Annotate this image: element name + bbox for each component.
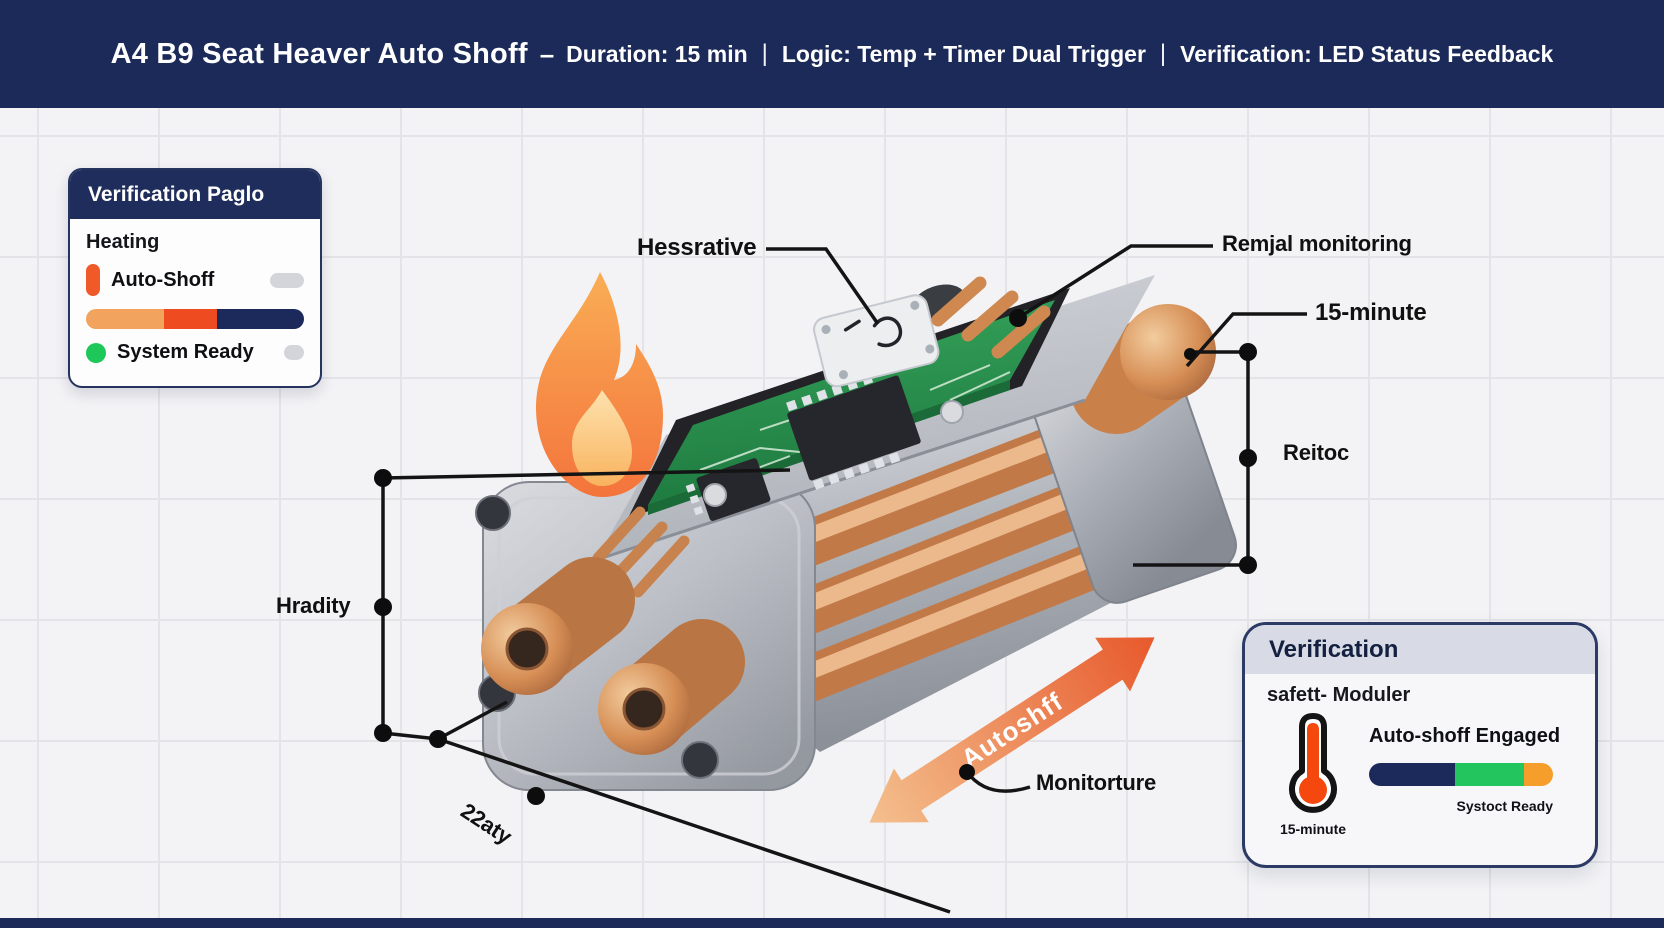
verification-panel: Verification safett- Moduler 15-minute A… xyxy=(1242,622,1598,868)
verification-subtitle: safett- Moduler xyxy=(1267,684,1411,706)
system-ready-label: System Ready xyxy=(117,341,254,363)
verify-bar-seg-1 xyxy=(1455,763,1524,786)
autoshoff-toggle[interactable] xyxy=(270,272,304,288)
dim-line-diagonal xyxy=(437,737,951,914)
status-bar-seg-0 xyxy=(86,309,165,329)
status-panel-title: Verification Paglo xyxy=(70,170,320,219)
verify-bar-seg-2 xyxy=(1523,763,1553,786)
verify-bar-seg-0 xyxy=(1369,763,1456,786)
header-divider-1: | xyxy=(761,40,768,67)
flame-icon xyxy=(536,272,663,497)
copper-wires xyxy=(592,506,690,598)
bolt-hole xyxy=(475,495,511,531)
copper-end-connector xyxy=(1070,304,1216,434)
callout-label-right-dim: Reitoc xyxy=(1283,440,1350,465)
status-panel: Verification Paglo Heating Auto-Shoff Sy… xyxy=(68,168,322,388)
status-heading: Heating xyxy=(86,231,160,253)
ready-caption: Systoct Ready xyxy=(1456,798,1553,814)
callout-label-left-dim: Hradity xyxy=(276,593,351,618)
copper-nozzle xyxy=(481,557,635,695)
system-ready-marker xyxy=(86,342,106,363)
bottom-edge-bar xyxy=(0,918,1664,928)
page-title: A4 B9 Seat Heaver Auto Shoff xyxy=(110,37,528,70)
copper-pins xyxy=(931,276,1051,359)
callout-label-thermal: Remjal monitoring xyxy=(1222,231,1412,256)
title-dash: – xyxy=(539,38,555,69)
copper-nozzle xyxy=(598,619,745,755)
autoshoff-label: Auto-Shoff xyxy=(111,268,215,291)
system-ready-toggle[interactable] xyxy=(284,345,304,360)
header-verification: Verification: LED Status Feedback xyxy=(1180,40,1554,67)
verification-panel-title: Verification xyxy=(1245,625,1595,674)
pcb-standoff xyxy=(703,483,727,507)
thermo-caption: 15-minute xyxy=(1279,821,1347,837)
callout-label-heater: Hessrative xyxy=(637,234,757,261)
status-bar xyxy=(86,309,304,329)
header-duration: Duration: 15 min xyxy=(566,40,748,67)
header-divider-2: | xyxy=(1159,40,1167,67)
callout-line-thermal xyxy=(1017,244,1213,320)
callout-line-monitor xyxy=(965,770,1031,793)
header-bar: A4 B9 Seat Heaver Auto Shoff – Duration:… xyxy=(0,0,1664,108)
header-logic: Logic: Temp + Timer Dual Trigger xyxy=(781,40,1146,67)
thermometer-icon xyxy=(1289,713,1337,813)
pcb-standoff xyxy=(940,400,964,424)
autoshoff-marker xyxy=(86,264,100,296)
control-pcb xyxy=(648,300,1055,521)
engaged-label: Auto-shoff Engaged xyxy=(1369,725,1561,747)
bolt-hole xyxy=(681,741,719,779)
callout-label-timer: 15-minute xyxy=(1315,299,1427,326)
verify-bar xyxy=(1369,763,1553,786)
status-bar-seg-2 xyxy=(216,309,304,329)
callout-line-heater xyxy=(766,247,880,325)
callout-label-monitor: Monitorture xyxy=(1036,770,1157,795)
status-bar-seg-1 xyxy=(164,309,217,329)
callout-line-timer xyxy=(1185,312,1307,368)
